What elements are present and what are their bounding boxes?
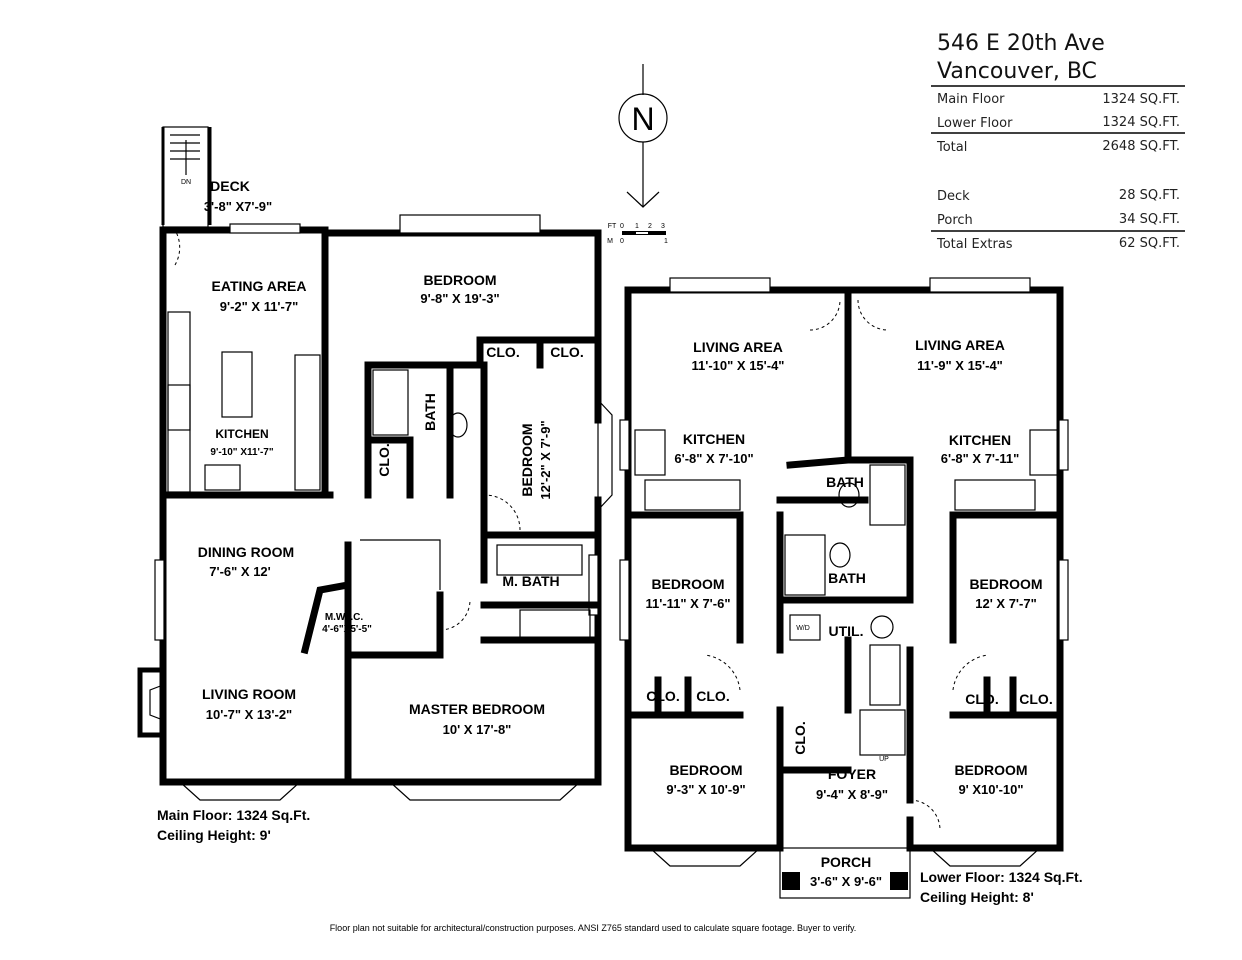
room-name: LIVING AREA bbox=[915, 337, 1005, 353]
lower-floor-plan bbox=[619, 277, 1069, 899]
room-name: KITCHEN bbox=[683, 431, 745, 447]
room-dims: 11'-9" X 15'-4" bbox=[917, 358, 1003, 373]
scale-m-label: M bbox=[607, 238, 613, 245]
lower-floor-labels: LIVING AREA 11'-10" X 15'-4" LIVING AREA… bbox=[645, 337, 1082, 905]
disclaimer-footer: Floor plan not suitable for architectura… bbox=[330, 923, 857, 933]
north-arrow-icon: N bbox=[618, 64, 668, 208]
master-bath-label: M. BATH bbox=[502, 573, 559, 589]
scale-tick: 0 bbox=[620, 238, 624, 245]
scale-tick: 0 bbox=[620, 223, 624, 230]
room-name: DECK bbox=[210, 178, 250, 194]
closet-label: CLO. bbox=[1019, 691, 1052, 707]
room-name: FOYER bbox=[828, 766, 876, 782]
closet-label: CLO. bbox=[646, 688, 679, 704]
row-label: Total bbox=[936, 140, 967, 155]
address-line1: 546 E 20th Ave bbox=[937, 31, 1105, 56]
bath-label: BATH bbox=[828, 570, 866, 586]
closet-label: CLO. bbox=[550, 344, 583, 360]
room-dims: 9'-3" X 10'-9" bbox=[666, 782, 745, 797]
room-dims: 10' X 17'-8" bbox=[443, 722, 512, 737]
room-dims: 9'-2" X 11'-7" bbox=[220, 299, 299, 314]
room-name: EATING AREA bbox=[212, 278, 307, 294]
room-dims: 10'-7" X 13'-2" bbox=[206, 707, 292, 722]
room-dims: 11'-10" X 15'-4" bbox=[692, 358, 785, 373]
main-floor-labels: DN DECK 3'-8" X7'-9" EATING AREA 9'-2" X… bbox=[157, 178, 584, 843]
row-label: Deck bbox=[937, 189, 970, 204]
closet-label: CLO. bbox=[965, 691, 998, 707]
room-name: BEDROOM bbox=[954, 762, 1027, 778]
row-label: Total Extras bbox=[936, 237, 1013, 252]
room-dims: 6'-8" X 7'-11" bbox=[941, 451, 1020, 466]
room-name: BEDROOM bbox=[519, 423, 535, 496]
scale-ft-label: FT bbox=[608, 223, 617, 230]
room-dims: 3'-8" X7'-9" bbox=[204, 199, 272, 214]
row-label: Main Floor bbox=[937, 92, 1005, 107]
washer-dryer-label: W/D bbox=[796, 625, 810, 632]
main-floor-plan bbox=[137, 126, 613, 801]
row-value: 2648 SQ.FT. bbox=[1102, 139, 1180, 154]
scale-tick: 1 bbox=[635, 223, 639, 230]
row-value: 1324 SQ.FT. bbox=[1102, 92, 1180, 107]
room-name: KITCHEN bbox=[949, 432, 1011, 448]
main-floor-area-note: Main Floor: 1324 Sq.Ft. bbox=[157, 807, 310, 823]
lower-floor-area-note: Lower Floor: 1324 Sq.Ft. bbox=[920, 869, 1083, 885]
room-name: DINING ROOM bbox=[198, 544, 294, 560]
room-dims: 12'-2" X 7'-9" bbox=[538, 420, 553, 499]
room-dims: 9'-10" X11'-7" bbox=[210, 447, 273, 458]
closet-label: CLO. bbox=[792, 721, 808, 754]
row-value: 62 SQ.FT. bbox=[1119, 236, 1180, 251]
utility-label: UTIL. bbox=[829, 623, 864, 639]
room-dims: 11'-11" X 7'-6" bbox=[645, 596, 730, 611]
closet-label: CLO. bbox=[486, 344, 519, 360]
room-dims: 9'-4" X 8'-9" bbox=[816, 787, 888, 802]
bath-label: BATH bbox=[422, 393, 438, 431]
room-name: BEDROOM bbox=[669, 762, 742, 778]
room-name: BEDROOM bbox=[651, 576, 724, 592]
scale-tick: 3 bbox=[661, 223, 665, 230]
room-name: MASTER BEDROOM bbox=[409, 701, 545, 717]
stair-down-label: DN bbox=[181, 179, 191, 186]
room-name: BEDROOM bbox=[969, 576, 1042, 592]
bath-label: BATH bbox=[826, 474, 864, 490]
room-dims: 6'-8" X 7'-10" bbox=[674, 451, 753, 466]
scale-bar: FT 0 1 2 3 M 0 1 bbox=[607, 223, 668, 245]
row-value: 34 SQ.FT. bbox=[1119, 212, 1180, 227]
row-label: Lower Floor bbox=[937, 116, 1013, 131]
room-name: M.W.I.C. bbox=[325, 612, 364, 623]
main-floor-ceiling-note: Ceiling Height: 9' bbox=[157, 827, 271, 843]
address-line2: Vancouver, BC bbox=[937, 59, 1097, 84]
scale-tick: 1 bbox=[664, 238, 668, 245]
room-dims: 3'-6" X 9'-6" bbox=[810, 874, 882, 889]
room-dims: 9'-8" X 19'-3" bbox=[420, 291, 499, 306]
room-name: LIVING AREA bbox=[693, 339, 783, 355]
row-label: Porch bbox=[937, 213, 973, 228]
lower-floor-ceiling-note: Ceiling Height: 8' bbox=[920, 889, 1034, 905]
room-dims: 4'-6"X5'-5" bbox=[322, 624, 372, 635]
area-summary: 546 E 20th Ave Vancouver, BC Main Floor … bbox=[931, 31, 1185, 252]
stair-up-label: UP bbox=[879, 756, 889, 763]
room-name: BEDROOM bbox=[423, 272, 496, 288]
row-value: 1324 SQ.FT. bbox=[1102, 115, 1180, 130]
room-dims: 7'-6" X 12' bbox=[209, 564, 271, 579]
closet-label: CLO. bbox=[376, 443, 392, 476]
room-name: LIVING ROOM bbox=[202, 686, 296, 702]
room-name: PORCH bbox=[821, 854, 872, 870]
row-value: 28 SQ.FT. bbox=[1119, 188, 1180, 203]
room-name: KITCHEN bbox=[215, 427, 268, 441]
room-dims: 9' X10'-10" bbox=[958, 782, 1023, 797]
scale-tick: 2 bbox=[648, 223, 652, 230]
room-dims: 12' X 7'-7" bbox=[975, 596, 1037, 611]
compass-letter: N bbox=[631, 101, 654, 137]
closet-label: CLO. bbox=[696, 688, 729, 704]
